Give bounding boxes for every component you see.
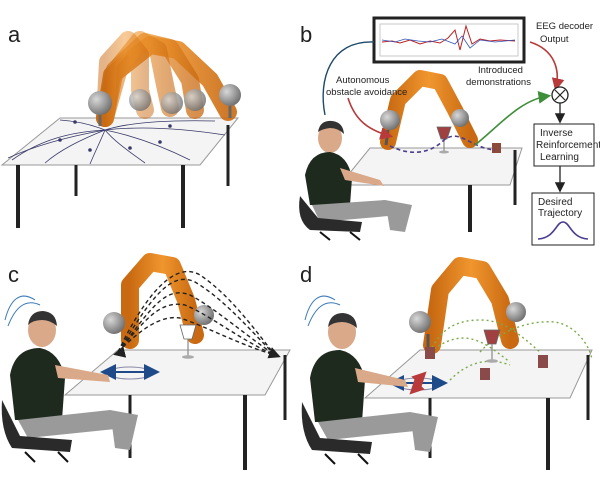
table-c: [63, 349, 291, 470]
traj-c-right-arrowhead: [267, 347, 281, 359]
demonstrations-label-1: Introduced: [478, 65, 523, 76]
robot-d: [409, 257, 526, 354]
trajectories-d: [429, 319, 593, 381]
panel-d-label: d: [300, 262, 312, 287]
person-c: [1, 295, 138, 463]
panel-b: b EEG decoder Output: [299, 16, 600, 246]
panel-c-label: c: [8, 262, 19, 287]
obstacle-label-2: obstacle avoidance: [326, 87, 407, 98]
obstacle-boxes-d: [425, 347, 548, 380]
eeg-decoder-label-1: EEG decoder: [536, 21, 593, 32]
eeg-to-multiply-arrow: [529, 41, 565, 92]
eeg-to-person-line: [322, 41, 375, 116]
panel-b-label: b: [300, 22, 312, 47]
irl-label-1: Inverse: [540, 128, 573, 139]
desired-trajectory-box: [531, 192, 595, 246]
irl-label-2: Reinforcement: [536, 140, 600, 151]
robot-arm-ghosts: [88, 31, 241, 127]
irl-label-3: Learning: [540, 152, 579, 163]
table-b: [338, 147, 523, 232]
desired-trajectory-label-1: Desired: [538, 197, 572, 208]
goblet-c: [179, 324, 197, 359]
demonstrations-label-2: demonstrations: [466, 77, 531, 88]
demonstrations-arrow: [474, 91, 552, 146]
flow-arrows: [58, 120, 172, 152]
eeg-decoder-label-2: Output: [540, 34, 569, 45]
obstacle-arrow: [347, 97, 394, 140]
obstacle-label-1: Autonomous: [336, 75, 390, 86]
trajectories-c: [117, 270, 276, 356]
flow-field: [7, 119, 226, 165]
person-b: [299, 120, 412, 241]
multiply-node: [551, 86, 569, 104]
panel-a-label: a: [8, 22, 21, 47]
table-d: [363, 349, 593, 470]
joystick-arrows-c: [100, 364, 160, 380]
table-a: [0, 117, 240, 228]
person-d: [301, 295, 438, 465]
target-box-b: [492, 143, 501, 153]
irl-box: [533, 123, 595, 167]
eeg-monitor: [372, 16, 526, 64]
panel-d: d: [300, 257, 593, 470]
traj-c-left-arrowhead: [113, 345, 127, 358]
goblet-d: [483, 329, 501, 363]
desired-trajectory-curve: [537, 221, 589, 240]
desired-trajectory-label-2: Trajectory: [538, 208, 582, 219]
panel-a: a: [0, 22, 241, 228]
trajectory-b: [389, 135, 496, 153]
robot-b: [380, 70, 478, 150]
panel-c: c: [1, 253, 291, 470]
